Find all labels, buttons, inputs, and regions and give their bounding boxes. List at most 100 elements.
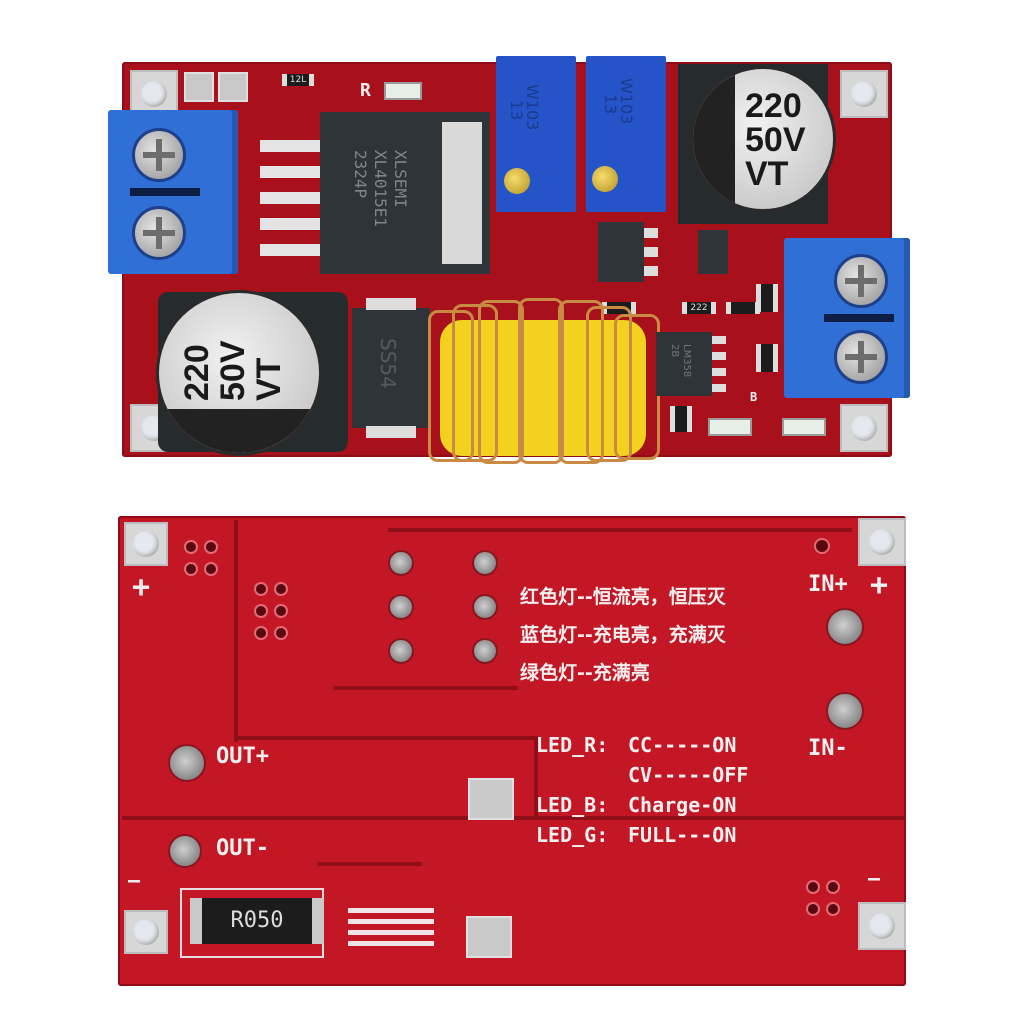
toroidal-inductor [440,320,646,456]
test-pad [218,72,248,102]
via [274,604,288,618]
led-legend-value: Charge-ON [628,793,737,817]
opamp-code: 2B [669,344,680,358]
led-legend-value: CC-----ON [628,733,737,757]
ic-part: XL4015E1 [371,150,390,228]
pcb-top-view: 12L R XLSEMI XL4015E1 2324P W103 13 W103… [108,56,910,464]
diode-marking: SS54 [376,338,400,389]
capacitor-input: 220 50V VT [690,66,836,212]
pot-mark: 13 [601,94,620,115]
opamp-part: LM358 [681,344,692,378]
solder-joint-out-minus [168,834,202,868]
via [254,604,268,618]
note-green-led: 绿色灯--充满亮 [520,662,650,684]
capacitor-smd [726,302,760,314]
solder-joint [388,550,414,576]
test-pad [184,72,214,102]
in-minus-label: IN- [808,736,848,761]
coil-winding [452,304,498,462]
coil-winding [558,300,604,464]
minus-sign-left: — [128,868,141,892]
led-blue [782,418,826,436]
terminal-block-input [784,238,910,398]
solder-joint-in-plus [826,608,864,646]
lm358-opamp: LM358 2B [656,332,726,396]
via [204,562,218,576]
led-red [384,82,422,100]
led-legend-label: LED_G: [536,823,609,847]
pot-mark: 13 [507,100,526,121]
solder-joint [388,638,414,664]
out-minus-label: OUT- [216,836,269,861]
pcb-trace [388,528,852,532]
note-red-led: 红色灯--恒流亮，恒压灭 [520,586,726,608]
mount-pad-bottom-right [858,902,906,950]
led-legend-label: LED_R: [536,733,609,757]
ic-pins [260,140,320,260]
solder-joint-in-minus [826,692,864,730]
cap-value: 220 [745,87,802,125]
screw-icon [834,330,888,384]
pcb-trace [234,736,538,740]
square-solder-pad [468,778,514,820]
cap-value: 220 [178,344,216,401]
pcb-trace [534,736,538,820]
pcb-trace [334,686,518,690]
coil-winding [518,298,564,464]
in-plus-label: IN+ [808,572,848,597]
mount-pad-top-right [858,518,906,566]
transistor-sot23 [698,230,728,274]
via [826,880,840,894]
via [806,880,820,894]
coil-winding [478,300,524,464]
led-legend-row: CV-----OFF [536,760,748,790]
minus-sign-right: — [868,866,881,890]
square-solder-pad [466,916,512,958]
solder-joint [472,638,498,664]
via [254,582,268,596]
via [806,902,820,916]
resistor-smd [670,406,692,432]
led-legend-row: LED_R: CC-----ON [536,730,748,760]
silk-bar [348,919,434,924]
solder-joint [388,594,414,620]
terminal-slot [824,314,894,322]
terminal-block-output [108,110,238,274]
resistor-small: 222 [682,302,716,314]
screw-icon [834,254,888,308]
via [184,562,198,576]
resistor-smd [756,344,778,372]
capacitor-output: 220 50V VT [156,290,322,456]
via [184,540,198,554]
potentiometer-cc[interactable]: W103 13 [586,56,666,212]
cap-voltage: 50V [214,340,252,402]
adjust-screw-icon[interactable] [592,166,618,192]
coil-winding [586,306,632,462]
plus-sign-right: + [870,568,889,603]
potentiometer-cv[interactable]: W103 13 [496,56,576,212]
coil-winding [614,314,660,460]
led-r-label: R [360,80,371,101]
terminal-slot [130,188,200,196]
led-legend-row: LED_B: Charge-ON [536,790,748,820]
adjust-screw-icon[interactable] [504,168,530,194]
led-legend-label: LED_B: [536,793,609,817]
regulator-sot223 [598,222,658,282]
xl4015-ic: XLSEMI XL4015E1 2324P [320,112,490,274]
via [254,626,268,640]
resistor-top: 12L [282,74,314,86]
via [826,902,840,916]
mount-pad-top-right [840,70,888,118]
led-legend-value: FULL---ON [628,823,737,847]
screw-icon [132,128,186,182]
mount-pad-bottom-right [840,404,888,452]
led-b-label: B [750,390,758,404]
led-legend-row: LED_G: FULL---ON [536,820,748,850]
out-plus-label: OUT+ [216,744,269,769]
led-legend-value: CV-----OFF [628,763,749,787]
pcb-bottom-view: + + — — 红色灯--恒流亮，恒压灭 蓝色灯--充电亮，充满灭 绿色灯--充… [118,516,906,986]
pcb-trace [122,816,906,820]
solder-joint [472,550,498,576]
via [814,538,830,554]
mount-pad-top-left [124,522,168,566]
